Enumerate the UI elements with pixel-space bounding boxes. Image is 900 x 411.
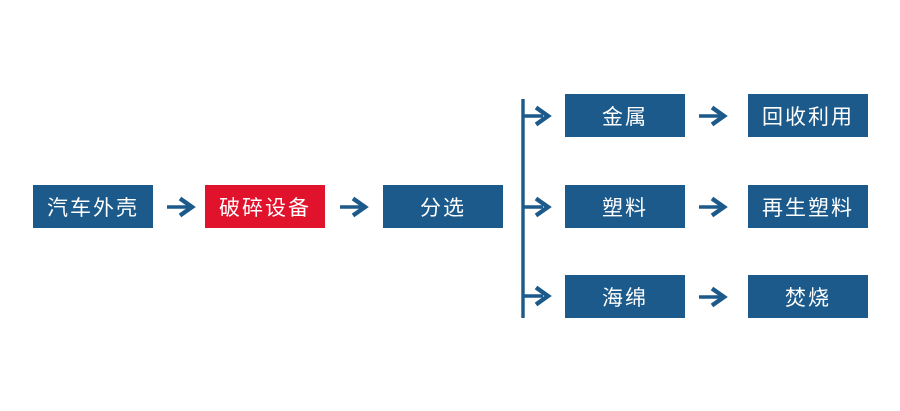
node-incineration: 焚烧 <box>748 275 868 318</box>
branch-connector-line <box>521 98 555 320</box>
node-crusher: 破碎设备 <box>205 185 325 228</box>
node-car-shell: 汽车外壳 <box>33 185 153 228</box>
arrow-right-icon <box>340 195 372 219</box>
node-metal: 金属 <box>565 94 685 137</box>
arrow-right-icon <box>699 104 731 128</box>
arrow-right-icon <box>699 195 731 219</box>
node-recycle: 回收利用 <box>748 94 868 137</box>
arrow-right-icon <box>167 195 199 219</box>
node-sponge: 海绵 <box>565 275 685 318</box>
node-recycled-plastic: 再生塑料 <box>748 185 868 228</box>
node-sorting: 分选 <box>383 185 503 228</box>
arrow-right-icon <box>699 285 731 309</box>
node-plastic: 塑料 <box>565 185 685 228</box>
